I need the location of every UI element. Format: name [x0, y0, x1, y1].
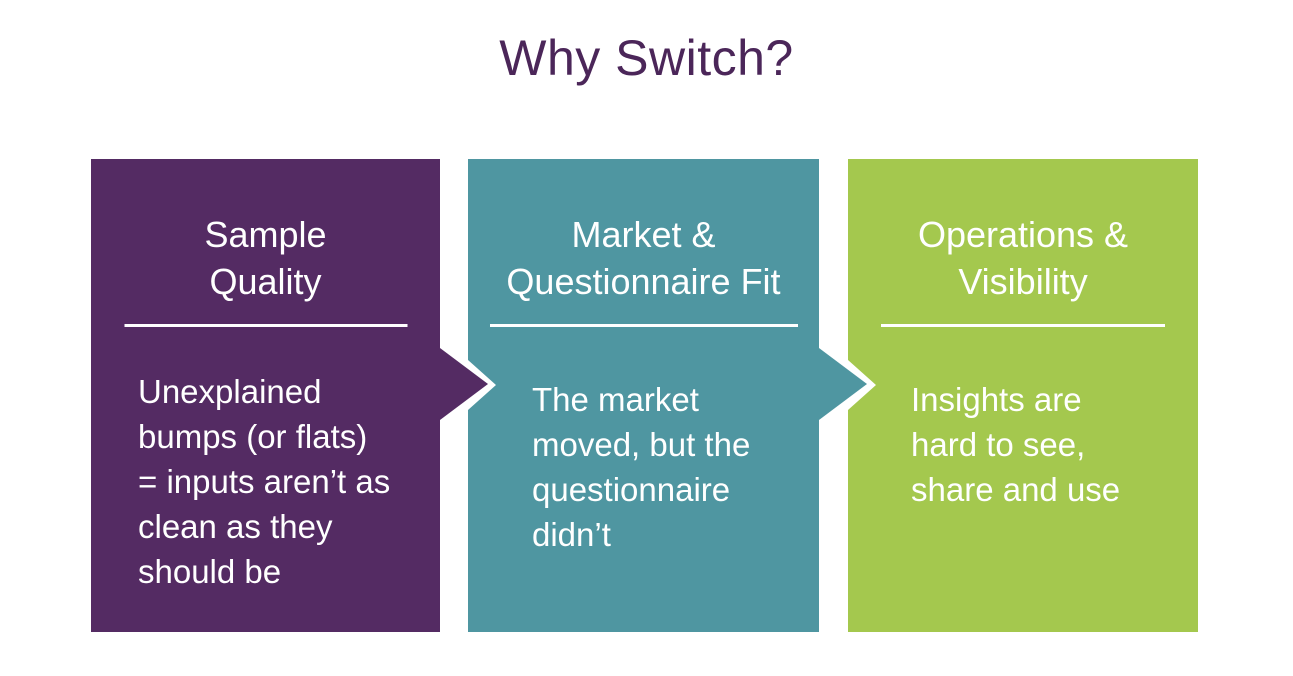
- card-content: Market & Questionnaire Fit The market mo…: [468, 159, 819, 632]
- heading-divider: [124, 324, 407, 327]
- card-content: Operations & Visibility Insights are har…: [848, 159, 1198, 632]
- card-body-text: Insights are hard to see, share and use: [911, 381, 1121, 508]
- card-sample-quality: Sample Quality Unexplained bumps (or fla…: [91, 159, 440, 632]
- card-market-questionnaire-fit: Market & Questionnaire Fit The market mo…: [468, 159, 819, 632]
- card-body-text: The market moved, but the questionnaire …: [532, 381, 751, 553]
- card-heading: Operations & Visibility: [917, 214, 1129, 302]
- card-heading: Market & Questionnaire Fit: [506, 214, 781, 302]
- card-content: Sample Quality Unexplained bumps (or fla…: [91, 159, 440, 632]
- card-heading: Sample Quality: [204, 214, 327, 302]
- card-body-text: Unexplained bumps (or flats) = inputs ar…: [138, 373, 391, 590]
- heading-divider: [489, 324, 798, 327]
- heading-divider: [881, 324, 1165, 327]
- card-operations-visibility: Operations & Visibility Insights are har…: [848, 159, 1198, 632]
- slide-title: Why Switch?: [499, 30, 794, 86]
